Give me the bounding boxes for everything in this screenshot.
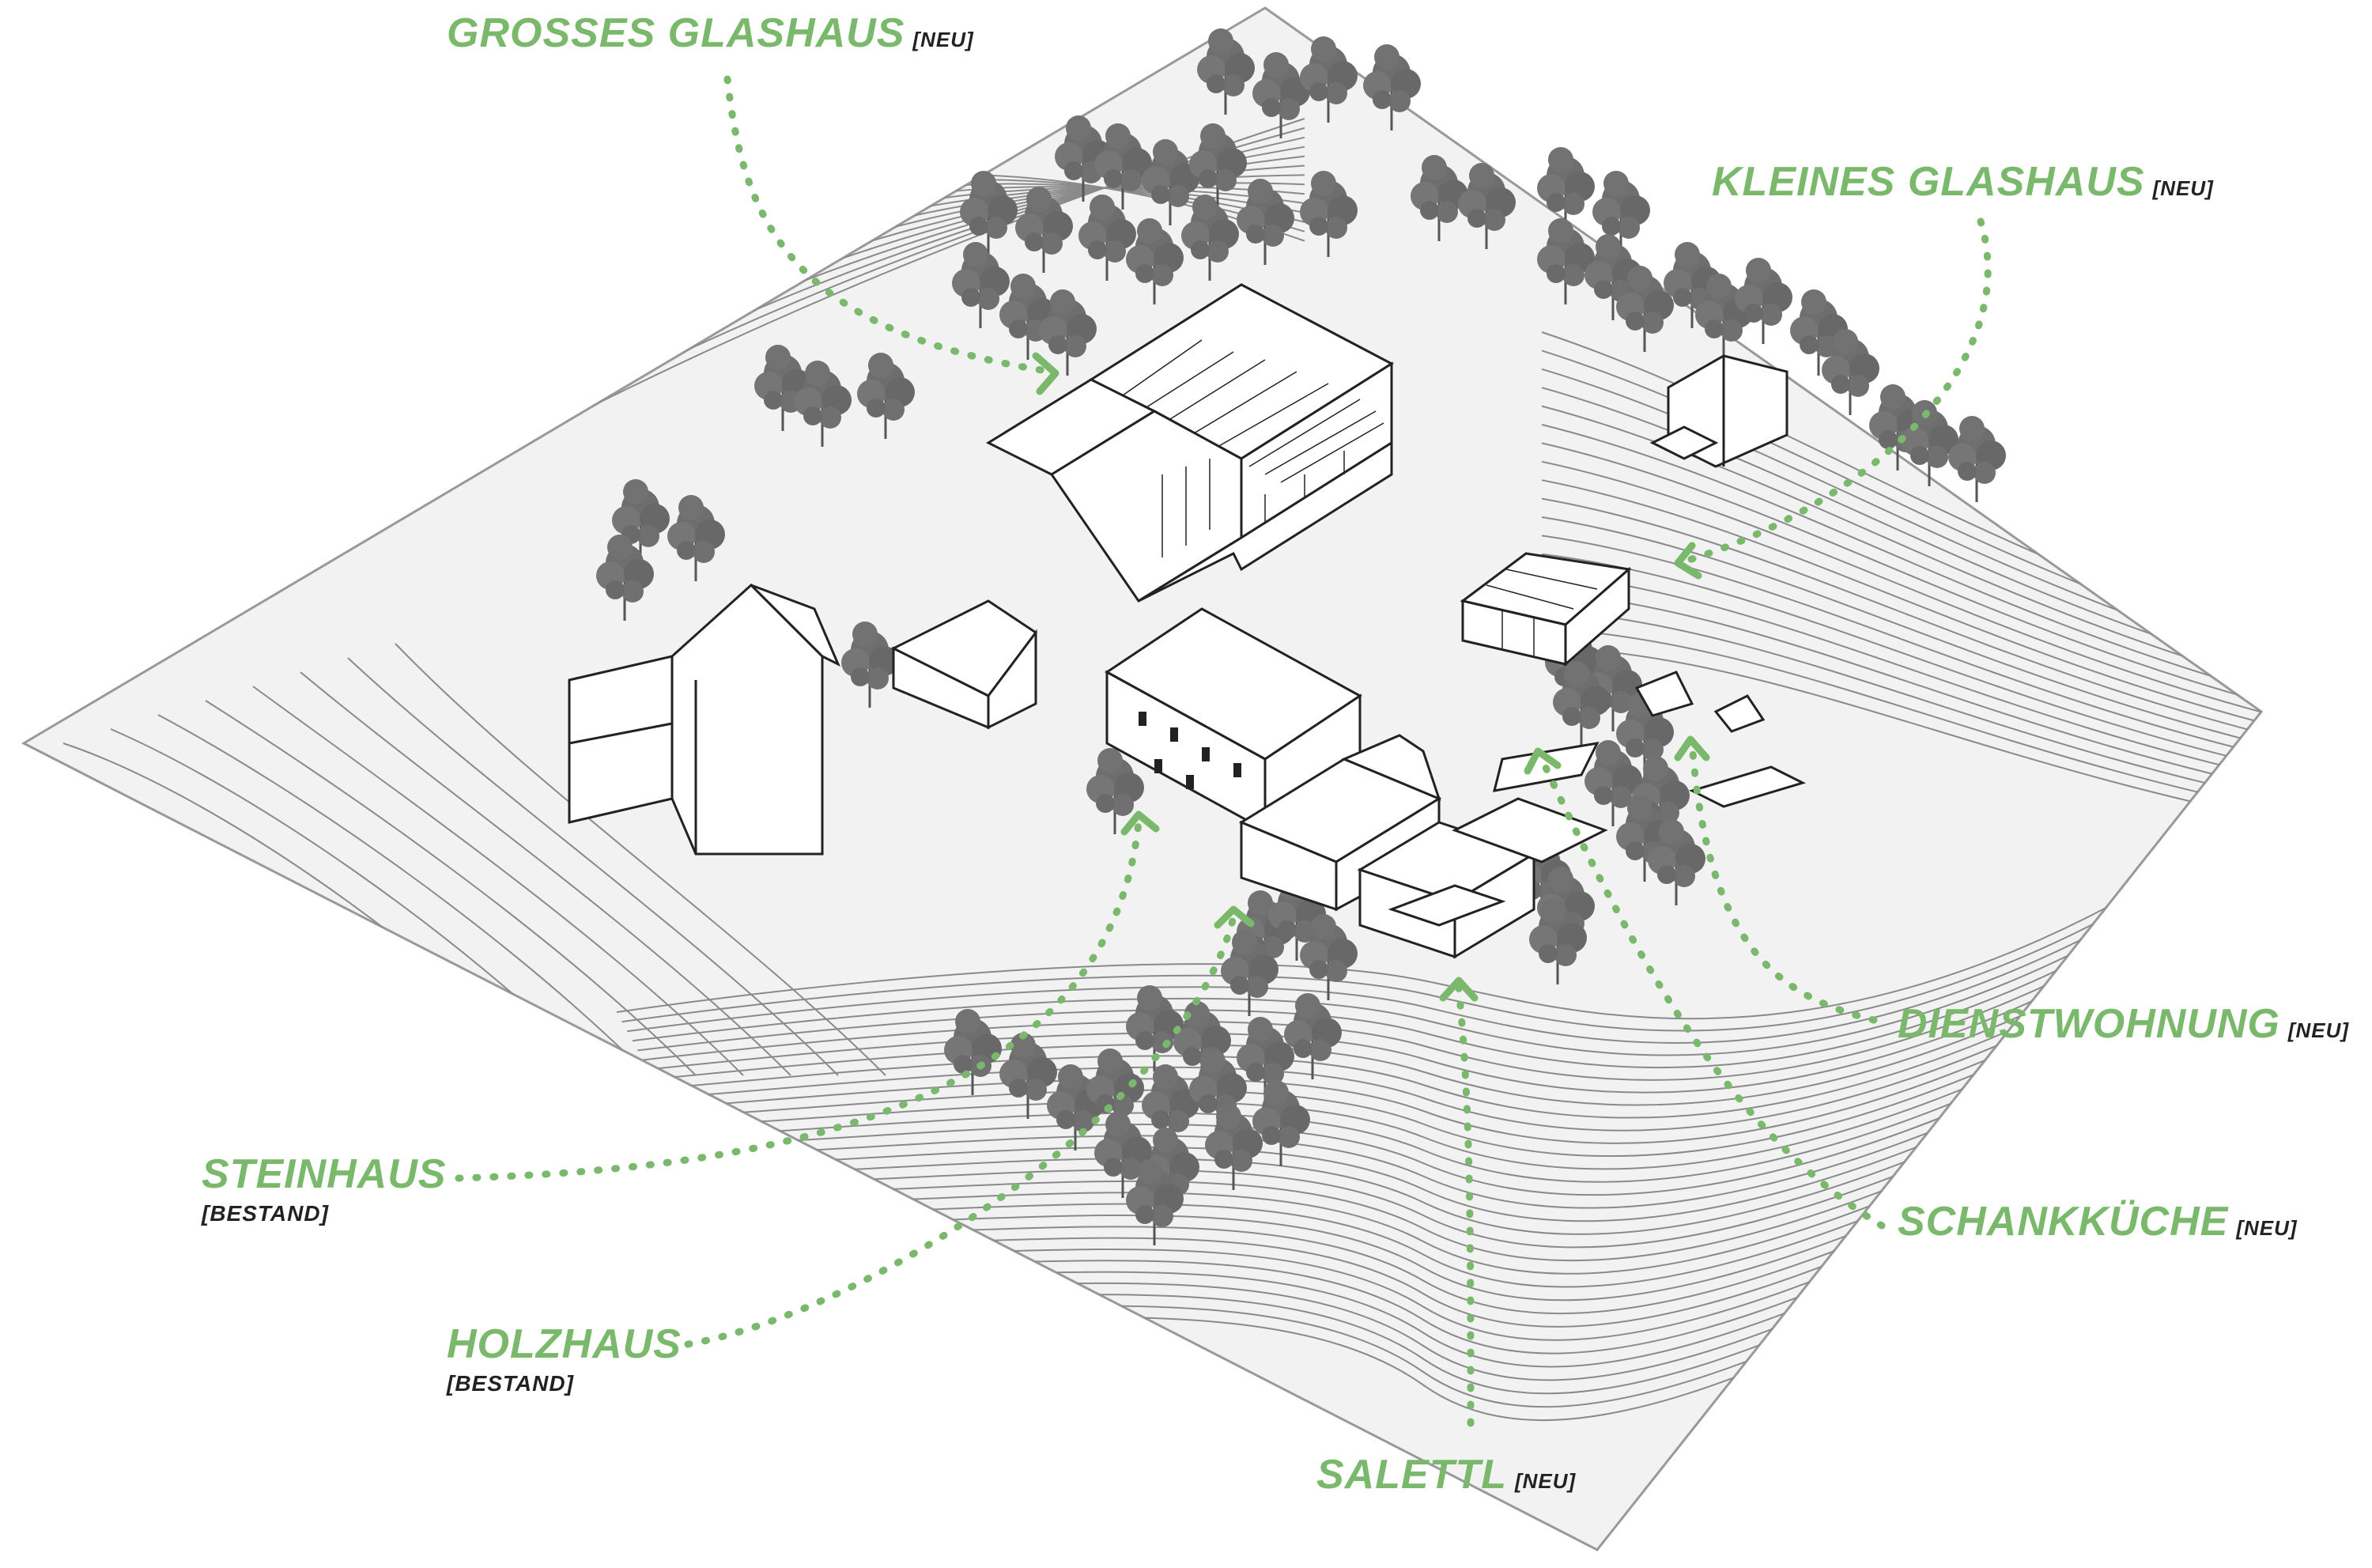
leader-steinhaus — [455, 818, 1143, 1182]
schankkueche-building — [1357, 742, 1608, 959]
label-tag: [NEU] — [1514, 1469, 1577, 1493]
leader-salettl — [1455, 984, 1475, 1427]
contour-line — [1541, 424, 2261, 701]
label-tag: [NEU] — [2152, 176, 2214, 200]
label-name: HOLZHAUS — [447, 1321, 682, 1367]
label-schankkueche: SCHANKKÜCHE [NEU] — [1898, 1198, 2298, 1245]
label-name: SALETTL — [1316, 1452, 1507, 1498]
contour-line — [1541, 442, 2261, 711]
contour-line — [1541, 627, 2261, 814]
contour-line — [300, 671, 791, 1076]
salettl-building — [1634, 671, 1807, 808]
label-dienstwohnung: DIENSTWOHNUNG [NEU] — [1898, 1000, 2349, 1048]
contour-line — [157, 714, 649, 1076]
barn-west — [568, 583, 840, 856]
label-holzhaus: HOLZHAUS [BESTAND] — [447, 1321, 682, 1396]
contour-line — [679, 915, 2261, 1170]
label-name: GROSSES GLASHAUS — [447, 10, 905, 56]
arrow-holzhaus — [1214, 905, 1255, 929]
tree-icon — [1947, 414, 2008, 504]
contour-line — [1541, 497, 2261, 742]
dienstwohnung-building — [1649, 354, 1788, 468]
greenhouse-large — [985, 283, 1394, 603]
contour-line — [663, 883, 2261, 1132]
contour-line — [627, 810, 2261, 1044]
contour-line — [616, 790, 2261, 1020]
label-tag: [NEU] — [912, 28, 974, 51]
contour-line — [1541, 609, 2261, 803]
contour-line — [1541, 516, 2261, 752]
leader-schankkueche — [1538, 755, 1886, 1230]
arrow-steinhaus — [1120, 810, 1160, 836]
contour-line — [1541, 405, 2261, 690]
label-salettl: SALETTL [NEU] — [1316, 1451, 1576, 1498]
contour-line — [395, 643, 886, 1076]
label-tag: [BESTAND] — [447, 1371, 574, 1396]
label-name: STEINHAUS — [202, 1151, 447, 1197]
label-name: KLEINES GLASHAUS — [1712, 159, 2145, 205]
label-name: SCHANKKÜCHE — [1898, 1199, 2229, 1245]
leader-dienstwohnung — [1688, 739, 1878, 1024]
contour-line — [1541, 460, 2261, 721]
leader-arrowheads — [1032, 352, 1710, 1002]
leader-kleines-glashaus — [1680, 217, 1992, 565]
holzhaus-building — [890, 599, 1038, 730]
arrow-grosses-glashaus — [1032, 352, 1059, 395]
contour-line — [1541, 590, 2261, 793]
arrow-schankkueche — [1524, 747, 1562, 775]
leader-grosses-glashaus — [723, 75, 1056, 376]
tree-icon — [1733, 256, 1794, 346]
arrow-salettl — [1439, 977, 1479, 1002]
label-tag: [BESTAND] — [202, 1201, 329, 1226]
contour-line — [1541, 535, 2261, 762]
contour-line — [637, 831, 2261, 1069]
arrow-kleines-glashaus — [1674, 542, 1702, 580]
contour-line — [684, 925, 2261, 1183]
contour-line — [347, 657, 839, 1076]
label-name: DIENSTWOHNUNG — [1898, 1001, 2280, 1047]
contour-line — [1541, 553, 2261, 773]
label-kleines-glashaus: KLEINES GLASHAUS [NEU] — [1712, 158, 2214, 206]
leader-holzhaus — [684, 913, 1237, 1348]
label-tag: [NEU] — [2236, 1216, 2298, 1240]
arrow-dienstwohnung — [1674, 735, 1710, 761]
contour-line — [205, 700, 697, 1076]
contour-line — [674, 905, 2261, 1158]
label-steinhaus: STEINHAUS [BESTAND] — [202, 1150, 446, 1226]
contour-line — [668, 894, 2261, 1144]
contour-line — [1541, 572, 2261, 783]
contour-line — [621, 800, 2261, 1032]
contour-line — [1541, 645, 2261, 824]
contour-line — [632, 821, 2261, 1056]
contour-line — [1541, 479, 2261, 731]
contour-line — [252, 686, 744, 1076]
greenhouse-small — [1460, 552, 1632, 667]
label-grosses-glashaus: GROSSES GLASHAUS [NEU] — [447, 9, 974, 57]
label-tag: [NEU] — [2287, 1018, 2350, 1042]
leader-lines — [455, 75, 1992, 1427]
contour-line — [689, 935, 2261, 1196]
